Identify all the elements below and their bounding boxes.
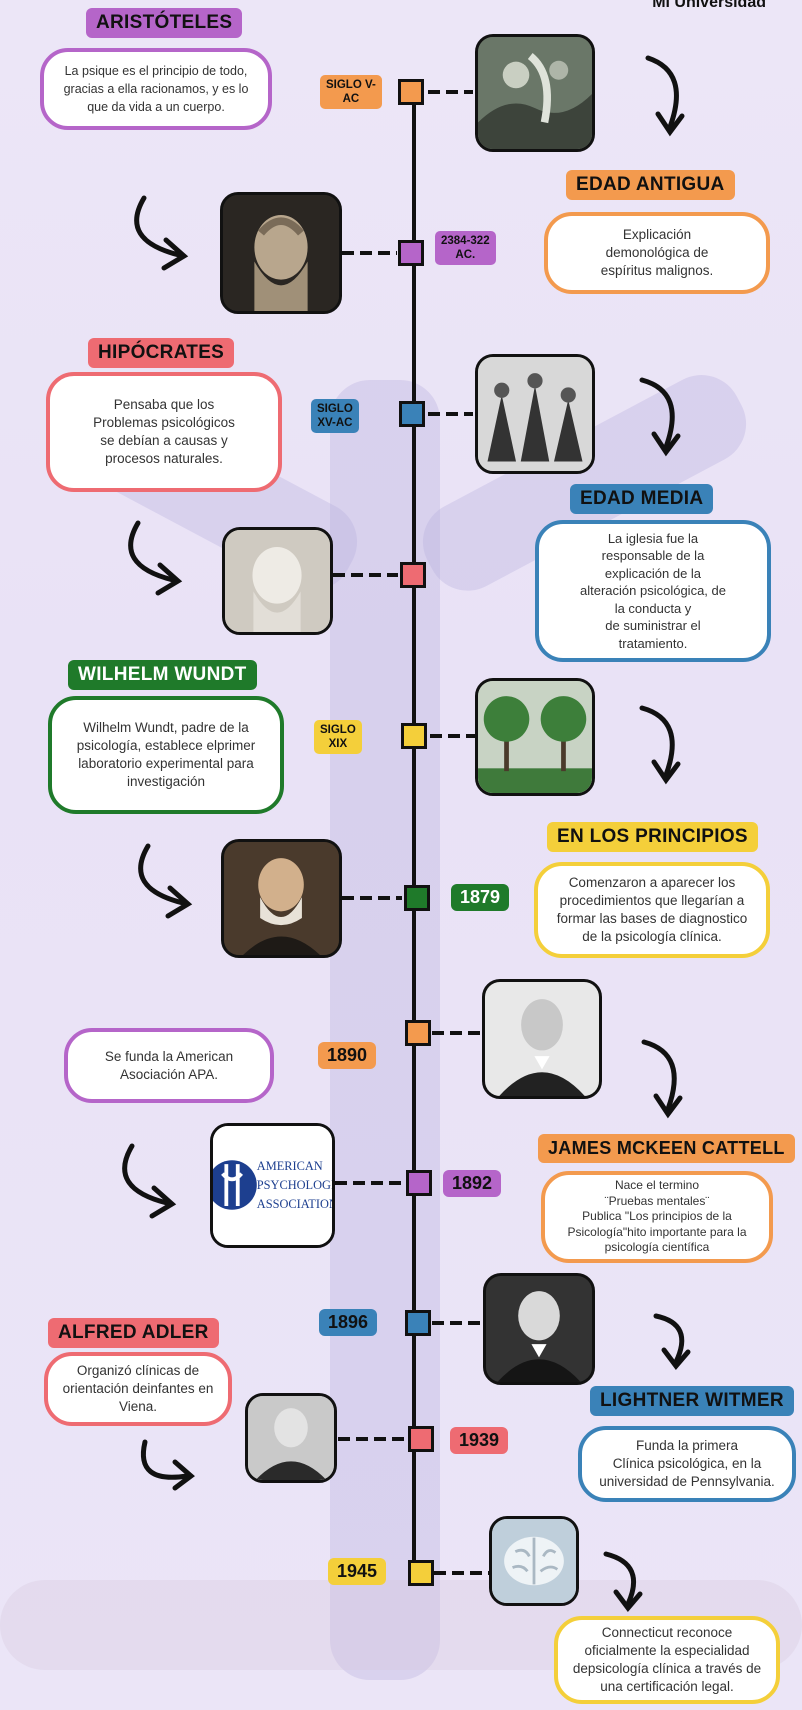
- curved-arrow-icon: [639, 705, 681, 785]
- image-trees-faces: [475, 678, 595, 796]
- text-box-hipocrates: Pensaba que los Problemas psicológicos s…: [46, 372, 282, 492]
- apa-logo-line-1: AMERICAN: [257, 1159, 323, 1173]
- timeline-spine: [412, 92, 416, 1572]
- image-witmer-portrait: [483, 1273, 595, 1385]
- title-witmer: LIGHTNER WITMER: [590, 1386, 794, 1416]
- curved-arrow-icon: [140, 1439, 195, 1491]
- title-edad-antigua: EDAD ANTIGUA: [566, 170, 735, 200]
- text-box-connecticut: Connecticut reconoce oficialmente la esp…: [554, 1616, 780, 1704]
- image-wundt-portrait: [221, 839, 342, 958]
- curved-arrow-icon: [653, 1313, 691, 1370]
- curved-arrow-icon: [603, 1551, 643, 1612]
- connector-dash: [333, 573, 398, 577]
- text-box-adler: Organizó clínicas de orientación deinfan…: [44, 1352, 232, 1426]
- image-aristoteles-bust: [220, 192, 342, 314]
- year-1892: 1892: [443, 1170, 502, 1197]
- curved-arrow-icon: [128, 520, 183, 596]
- apa-logo-line-3: ASSOCIATION: [257, 1197, 332, 1211]
- connector-dash: [342, 896, 402, 900]
- connector-dash: [335, 1181, 405, 1185]
- connector-dash: [432, 1321, 482, 1325]
- connector-dash: [428, 90, 473, 94]
- text-box-aristoteles: La psique es el principio de todo, graci…: [40, 48, 272, 130]
- title-aristoteles: ARISTÓTELES: [86, 8, 243, 38]
- tag-siglo-xv: SIGLO XV-AC: [311, 399, 359, 433]
- timeline-node-siglo-xix: [401, 723, 427, 749]
- timeline-node-1890: [405, 1020, 431, 1046]
- curved-arrow-icon: [138, 843, 193, 919]
- image-hipocrates-bust: [222, 527, 333, 635]
- timeline-node-384: [398, 240, 424, 266]
- tag-siglo-xix: SIGLO XIX: [314, 720, 362, 754]
- timeline-node-1896: [405, 1310, 431, 1336]
- timeline-node-1879: [404, 885, 430, 911]
- curved-arrow-icon: [122, 1143, 177, 1219]
- timeline-node-1945: [408, 1560, 434, 1586]
- connector-dash: [338, 1437, 406, 1441]
- tag-siglo-v: SIGLO V- AC: [320, 75, 382, 109]
- timeline-node-siglo-xv: [399, 401, 425, 427]
- title-en-los-principios: EN LOS PRINCIPIOS: [547, 822, 758, 852]
- curved-arrow-icon: [134, 195, 189, 271]
- text-box-principios: Comenzaron a aparecer los procedimientos…: [534, 862, 770, 958]
- text-box-cattell: Nace el termino ¨Pruebas mentales¨ Publi…: [541, 1171, 773, 1263]
- image-ancient-engraving: [475, 34, 595, 152]
- year-1945: 1945: [328, 1558, 387, 1585]
- apa-logo-line-2: PSYCHOLOGIC: [257, 1178, 332, 1192]
- image-adler-portrait: [245, 1393, 337, 1483]
- image-medieval-engraving: [475, 354, 595, 474]
- title-wundt: WILHELM WUNDT: [68, 660, 257, 690]
- connector-dash: [434, 1571, 490, 1575]
- year-1896: 1896: [319, 1309, 378, 1336]
- year-1939: 1939: [450, 1427, 509, 1454]
- connector-dash: [342, 251, 397, 255]
- year-1879: 1879: [451, 884, 510, 911]
- image-apa-logo: AMERICAN PSYCHOLOGIC ASSOCIATION: [210, 1123, 335, 1248]
- image-cattell-portrait: [482, 979, 602, 1099]
- title-hipocrates: HIPÓCRATES: [88, 338, 235, 368]
- image-brain: [489, 1516, 579, 1606]
- title-adler: ALFRED ADLER: [48, 1318, 219, 1348]
- curved-arrow-icon: [641, 1039, 683, 1119]
- timeline-node-siglo-v: [398, 79, 424, 105]
- curved-arrow-icon: [645, 55, 685, 137]
- connector-dash: [432, 1031, 482, 1035]
- year-1890: 1890: [318, 1042, 377, 1069]
- timeline-node-1892: [406, 1170, 432, 1196]
- brand-logo-text: Mi Universidad: [652, 0, 766, 11]
- timeline-node-hipocrates: [400, 562, 426, 588]
- text-box-witmer: Funda la primera Clínica psicológica, en…: [578, 1426, 796, 1502]
- connector-dash: [430, 734, 475, 738]
- text-box-edad-antigua: Explicación demonológica de espíritus ma…: [544, 212, 770, 294]
- text-box-wundt: Wilhelm Wundt, padre de la psicología, e…: [48, 696, 284, 814]
- tag-384-322: 2384-322 AC.: [435, 231, 496, 265]
- title-edad-media: EDAD MEDIA: [570, 484, 714, 514]
- curved-arrow-icon: [639, 377, 681, 457]
- timeline-node-1939: [408, 1426, 434, 1452]
- title-cattell: JAMES MCKEEN CATTELL: [538, 1134, 795, 1163]
- text-box-apa: Se funda la American Asociación APA.: [64, 1028, 274, 1103]
- connector-dash: [428, 412, 473, 416]
- text-box-edad-media: La iglesia fue la responsable de la expl…: [535, 520, 771, 662]
